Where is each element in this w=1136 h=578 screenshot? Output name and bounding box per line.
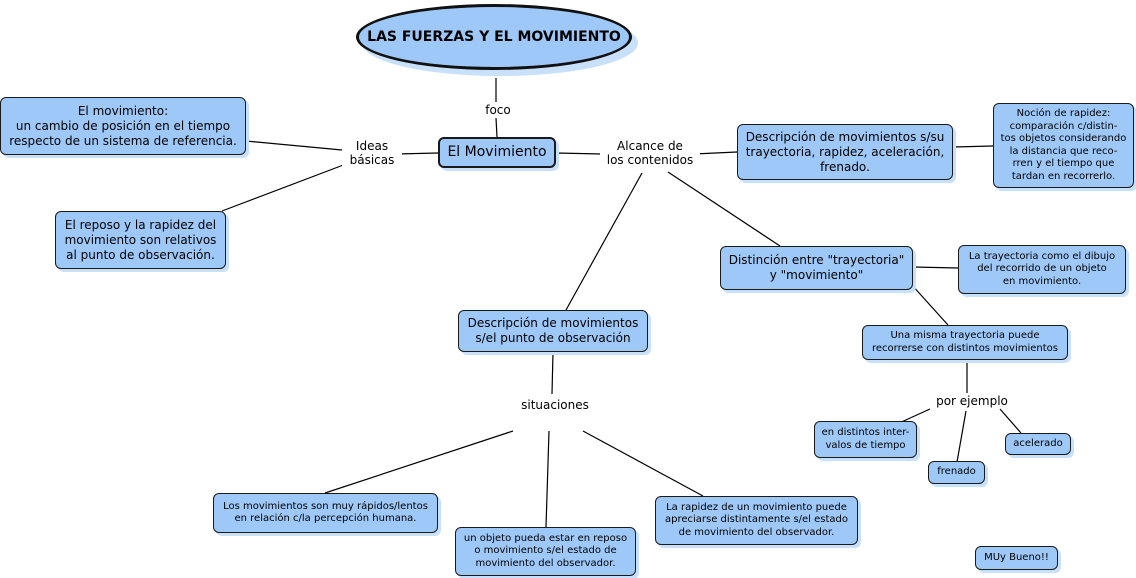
connector-line — [582, 430, 704, 497]
node-distincion-trayectoria-movimiento[interactable]: Distinción entre "trayectoria" y "movimi… — [720, 246, 913, 290]
connector-line — [221, 163, 347, 212]
node-distintos-intervalos[interactable]: en distintos inter- valos de tiempo — [814, 421, 917, 458]
center-node[interactable]: El Movimiento — [438, 137, 556, 168]
link-label-ideas-basicas: Ideas básicas — [342, 139, 402, 168]
connector-line — [952, 145, 994, 148]
connector-line — [693, 151, 738, 155]
connector-line — [551, 351, 554, 395]
node-descripcion-punto-observacion[interactable]: Descripción de movimientos s/el punto de… — [458, 310, 648, 352]
connector-line — [956, 410, 967, 463]
node-descripcion-trayectoria[interactable]: Descripción de movimientos s/su trayecto… — [737, 124, 953, 180]
link-label-situaciones: situaciones — [512, 398, 598, 413]
connector-line — [545, 430, 550, 528]
connector-line — [395, 152, 439, 155]
node-rapidez-apreciarse[interactable]: La rapidez de un movimiento puede apreci… — [655, 496, 858, 545]
node-acelerado[interactable]: acelerado — [1005, 433, 1071, 455]
node-frenado[interactable]: frenado — [928, 461, 985, 484]
connector-line — [910, 283, 949, 326]
title-node: LAS FUERZAS Y EL MOVIMIENTO — [356, 4, 632, 70]
node-objeto-reposo-movimiento[interactable]: un objeto pueda estar en reposo o movimi… — [455, 527, 636, 576]
node-reposo-rapidez[interactable]: El reposo y la rapidez del movimiento so… — [55, 211, 226, 269]
connector-line — [324, 430, 514, 494]
connector-line — [495, 117, 498, 138]
link-label-alcance: Alcance de los contenidos — [600, 139, 700, 168]
node-muy-bueno[interactable]: MUy Bueno!! — [975, 546, 1058, 570]
node-nocion-rapidez[interactable]: Noción de rapidez: comparación c/distin-… — [993, 103, 1134, 188]
connector-line — [245, 140, 343, 151]
node-misma-trayectoria[interactable]: Una misma trayectoria puede recorrerse c… — [862, 325, 1068, 360]
node-trayectoria-dibujo[interactable]: La trayectoria como el dibujo del recorr… — [958, 245, 1126, 294]
connector-line — [667, 171, 781, 247]
link-label-por-ejemplo: por ejemplo — [928, 394, 1016, 409]
node-movimientos-rapidos-lentos[interactable]: Los movimientos son muy rápidos/lentos e… — [213, 493, 438, 533]
link-label-foco: foco — [476, 103, 520, 118]
connector-line — [555, 152, 603, 155]
connector-line — [999, 408, 1022, 434]
connector-line — [565, 172, 643, 311]
node-movimiento-definicion[interactable]: El movimiento: un cambio de posición en … — [0, 97, 246, 155]
connector-line — [912, 266, 959, 269]
